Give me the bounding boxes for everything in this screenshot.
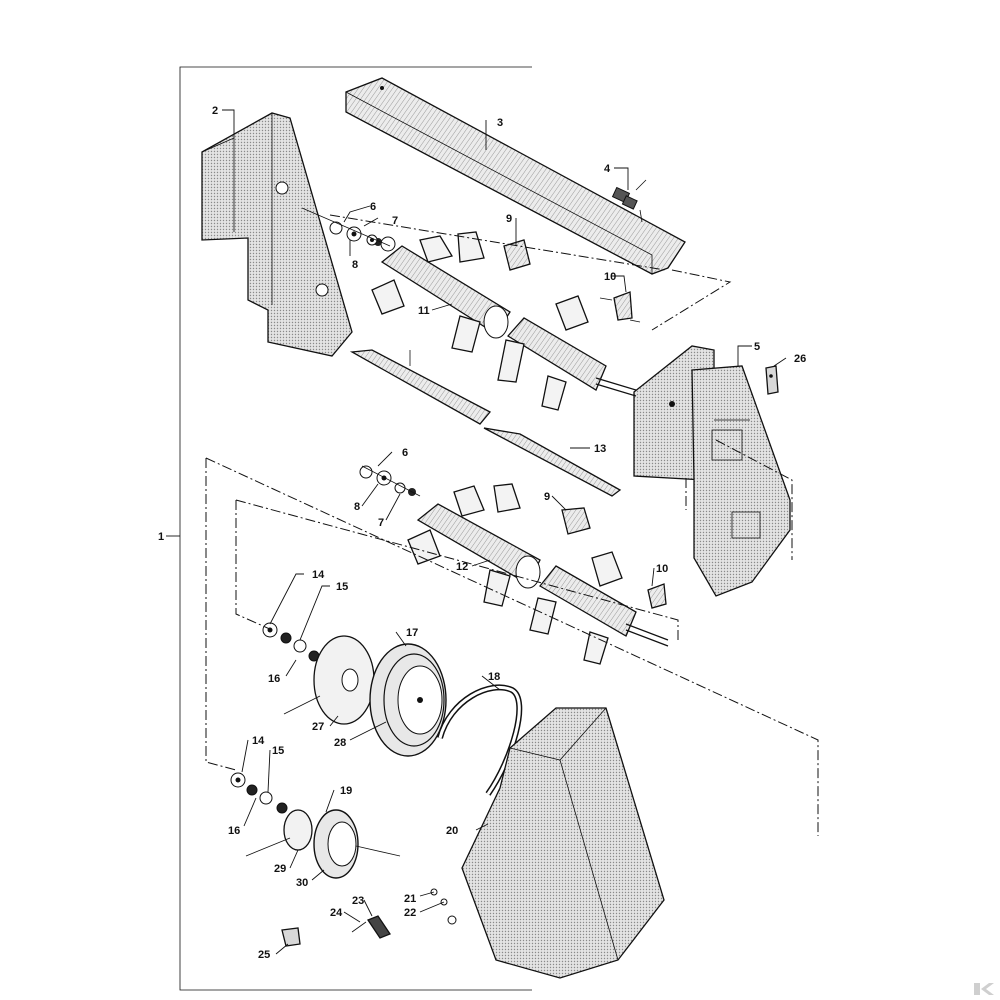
middle-tray bbox=[483, 427, 622, 497]
upper-rotor bbox=[371, 231, 637, 411]
brand-logo-mark bbox=[972, 982, 996, 996]
small-pulley bbox=[245, 809, 401, 879]
callout-1: 1 bbox=[158, 531, 164, 543]
callout-15-upper: 15 bbox=[336, 581, 348, 593]
callout-3: 3 bbox=[497, 117, 503, 129]
callout-14-lower: 14 bbox=[252, 735, 265, 747]
callout-9-upper: 9 bbox=[506, 213, 512, 225]
clip-part bbox=[281, 927, 301, 947]
flange-disc bbox=[283, 635, 375, 725]
tension-bracket bbox=[351, 915, 391, 939]
left-side-plate bbox=[201, 112, 353, 357]
callout-4: 4 bbox=[604, 163, 611, 175]
upper-small-parts bbox=[503, 239, 641, 323]
fasteners bbox=[430, 888, 457, 925]
callout-27: 27 bbox=[312, 721, 324, 733]
callout-8-lower: 8 bbox=[354, 501, 360, 513]
callout-22: 22 bbox=[404, 907, 416, 919]
callout-16-upper: 16 bbox=[268, 673, 280, 685]
lower-small-parts bbox=[561, 507, 667, 609]
right-side-plate bbox=[633, 345, 791, 597]
callout-2: 2 bbox=[212, 105, 218, 117]
callout-24: 24 bbox=[330, 907, 343, 919]
callout-8-upper: 8 bbox=[352, 259, 358, 271]
upper-hub-parts bbox=[301, 207, 391, 247]
callout-6-lower: 6 bbox=[402, 447, 408, 459]
upper-bearing-flanges bbox=[262, 622, 320, 662]
callout-25: 25 bbox=[258, 949, 270, 961]
callout-26: 26 bbox=[794, 353, 806, 365]
large-pulley bbox=[369, 643, 447, 757]
lower-bearing-flanges bbox=[230, 772, 288, 814]
callout-10-upper: 10 bbox=[604, 271, 616, 283]
callout-29: 29 bbox=[274, 863, 286, 875]
callout-labels: 1 2 3 4 5 6 7 8 9 10 11 26 13 6 8 7 9 12… bbox=[158, 105, 806, 961]
callout-19: 19 bbox=[340, 785, 352, 797]
callout-30: 30 bbox=[296, 877, 308, 889]
callout-7-lower: 7 bbox=[378, 517, 384, 529]
callout-14-upper: 14 bbox=[312, 569, 325, 581]
callout-21: 21 bbox=[404, 893, 416, 905]
assembly-bracket bbox=[166, 66, 532, 991]
callout-11: 11 bbox=[418, 305, 430, 317]
callout-12: 12 bbox=[456, 561, 468, 573]
callout-18: 18 bbox=[488, 671, 500, 683]
callout-28: 28 bbox=[334, 737, 346, 749]
callout-23: 23 bbox=[352, 895, 364, 907]
callout-15-lower: 15 bbox=[272, 745, 284, 757]
callout-10-lower: 10 bbox=[656, 563, 668, 575]
callout-9-lower: 9 bbox=[544, 491, 550, 503]
lower-hub-parts bbox=[359, 465, 421, 497]
callout-5: 5 bbox=[754, 341, 760, 353]
callout-17: 17 bbox=[406, 627, 418, 639]
callout-6-upper: 6 bbox=[370, 201, 376, 213]
callout-20: 20 bbox=[446, 825, 458, 837]
callout-16-lower: 16 bbox=[228, 825, 240, 837]
upper-tray bbox=[349, 349, 492, 425]
callout-13: 13 bbox=[594, 443, 606, 455]
callout-7-upper: 7 bbox=[392, 215, 398, 227]
top-beam bbox=[345, 77, 686, 275]
leader-lines bbox=[222, 109, 787, 955]
small-plate bbox=[765, 365, 779, 395]
assembly-lines bbox=[205, 214, 819, 836]
drive-cover bbox=[461, 707, 665, 979]
spring bbox=[611, 179, 647, 223]
lower-rotor bbox=[407, 483, 669, 665]
